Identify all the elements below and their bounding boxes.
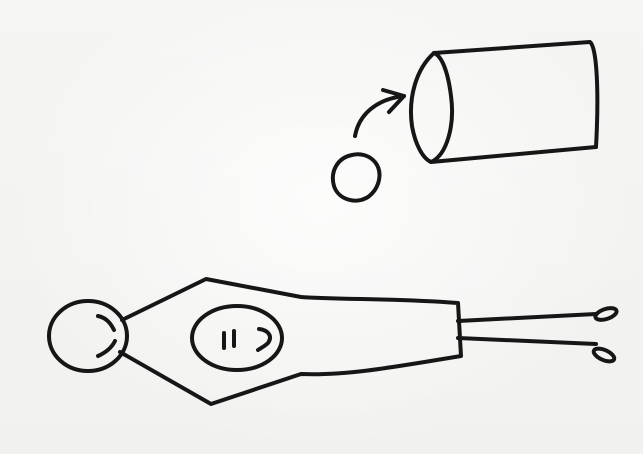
small-circle [331,152,382,203]
reclining-figure [47,277,619,406]
figure-legs [456,312,598,346]
cylinder-top-edge [432,40,600,149]
figure-belly-smile [256,327,272,352]
figure-belly-oval [190,304,284,372]
figure-head [47,299,129,373]
figure-body [118,277,463,406]
cylinder-front-rim [409,51,454,164]
arrowhead [381,88,406,114]
cylinder [409,40,600,164]
figure-eye-right [96,339,117,358]
cylinder-bottom-edge [429,145,598,164]
figure-eye-left [96,314,116,332]
figure-foot-top [593,306,619,322]
curved-arrow-icon [353,94,406,138]
figure-foot-bottom [591,346,617,364]
